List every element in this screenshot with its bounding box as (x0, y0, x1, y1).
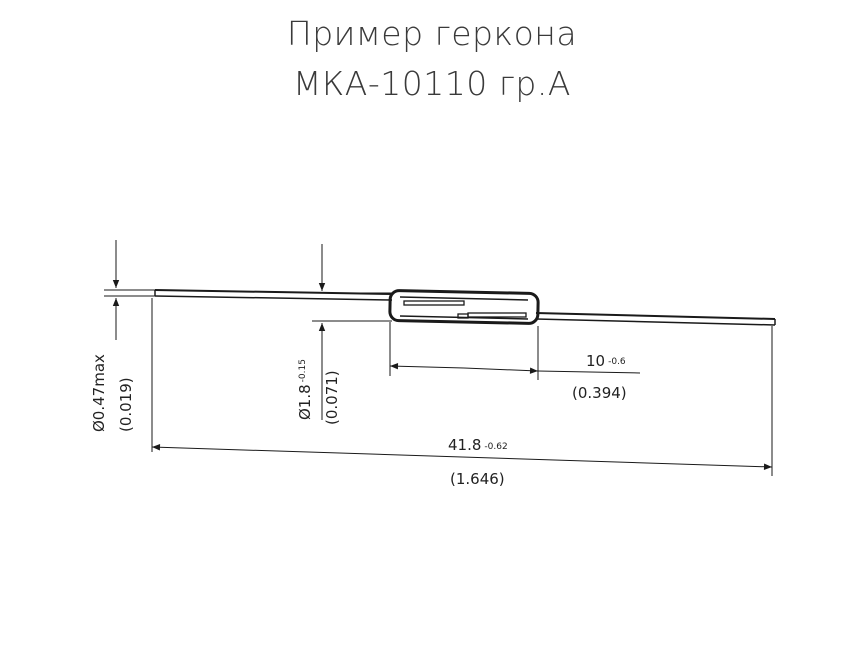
left-lead-wire (154, 289, 393, 301)
body-diameter-label: Ø1.8 (296, 384, 314, 420)
svg-text:(0.019): (0.019) (117, 377, 135, 432)
total-length-label: 41.8 (448, 436, 481, 454)
body-diameter-inch: (0.071) (323, 370, 341, 425)
lead-diameter-inch: (0.019) (117, 377, 135, 432)
reed-contacts (403, 300, 527, 319)
total-length-tolerance: -0.62 (484, 442, 507, 452)
svg-text:Ø1.8-0.15: Ø1.8 -0.15 (296, 359, 314, 420)
svg-text:Ø0.47max: Ø0.47max (90, 354, 108, 432)
diagram-title-line-2: МКА-10110 гр.А (293, 64, 571, 103)
body-length-label: 10 (586, 352, 605, 370)
body-length-dimension: 10-0.6 (0.394) (389, 322, 641, 402)
lead-diameter-label: Ø0.47max (90, 354, 108, 432)
body-length-tolerance: -0.6 (608, 357, 626, 367)
total-length-inch: (1.646) (450, 470, 505, 488)
diagram-title-line-1: Пример геркона (286, 14, 578, 53)
svg-text:41.8-0.62: 41.8-0.62 (448, 436, 508, 454)
right-lead-wire (535, 312, 776, 326)
total-length-dimension: 41.8-0.62 (1.646) (151, 298, 773, 488)
body-diameter-dimension: Ø1.8 -0.15 (0.071) (296, 244, 392, 425)
body-length-inch: (0.394) (572, 384, 627, 402)
svg-text:10-0.6: 10-0.6 (586, 352, 626, 370)
body-diameter-tolerance: -0.15 (298, 359, 308, 382)
svg-text:(0.071): (0.071) (323, 370, 341, 425)
lead-diameter-dimension: Ø0.47max (0.019) (90, 240, 155, 432)
